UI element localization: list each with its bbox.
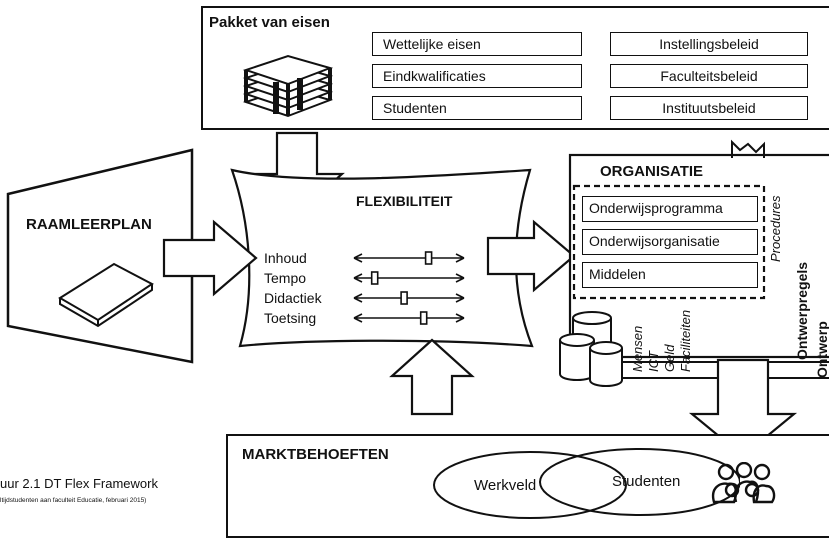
slider-label-tempo: Tempo: [264, 270, 307, 286]
ontwerp-label: Ontwerp: [814, 321, 829, 378]
req-faculteitsbeleid: Faculteitsbeleid: [610, 64, 808, 88]
req-instituutsbeleid: Instituutsbeleid: [610, 96, 808, 120]
req-studenten: Studenten: [372, 96, 582, 120]
studenten-label: Studenten: [612, 473, 681, 490]
werkveld-label: Werkveld: [474, 477, 537, 494]
organisatie-box: [568, 153, 829, 359]
raamleerplan-shape: [6, 148, 194, 364]
slider-track-inhoud: [353, 253, 465, 263]
req-instellingsbeleid: Instellingsbeleid: [610, 32, 808, 56]
resource-mensen: Mensen: [630, 325, 645, 372]
resource-faciliteiten: Faciliteiten: [678, 309, 693, 372]
slider-knob-tempo[interactable]: [370, 271, 379, 285]
req-wettelijke-eisen: Wettelijke eisen: [372, 32, 582, 56]
org-item-onderwijsorganisatie: Onderwijsorganisatie: [582, 229, 758, 255]
arrow-markt-to-flex: [389, 338, 475, 416]
barrels-icon: [559, 311, 623, 387]
slider-track-toetsing: [353, 313, 465, 323]
slider-label-inhoud: Inhoud: [264, 250, 307, 266]
slider-label-toetsing: Toetsing: [264, 310, 317, 326]
figure-caption: uur 2.1 DT Flex Framework: [0, 476, 158, 491]
figure-caption-source: ltijdstudenten aan faculteit Educatie, f…: [0, 497, 147, 504]
money-stack-icon: [242, 54, 334, 118]
slider-track-tempo: [353, 273, 465, 283]
arrow-raamleerplan-to-flex: [162, 219, 258, 297]
slider-knob-inhoud[interactable]: [424, 251, 433, 265]
arrow-flex-to-organisatie: [486, 219, 576, 293]
org-item-onderwijsprogramma: Onderwijsprogramma: [582, 196, 758, 222]
slider-label-didactiek: Didactiek: [264, 290, 322, 306]
organisatie-title: ORGANISATIE: [600, 163, 704, 180]
org-dashed-group: [572, 184, 766, 300]
studenten-ellipse: [539, 448, 740, 516]
factory-icon: [731, 139, 765, 158]
pakket-title: Pakket van eisen: [209, 14, 330, 31]
slider-knob-didactiek[interactable]: [400, 291, 408, 305]
slider-knob-toetsing[interactable]: [419, 311, 428, 325]
procedures-label: Procedures: [768, 195, 783, 262]
req-eindkwalificaties: Eindkwalificaties: [372, 64, 582, 88]
people-icon: [711, 462, 776, 504]
sliders-group: [353, 251, 465, 325]
slider-track-didactiek: [353, 293, 465, 303]
werkveld-ellipse: [433, 451, 627, 519]
ontwerpregels-label: Ontwerpregels: [794, 261, 810, 360]
org-item-middelen: Middelen: [582, 262, 758, 288]
markt-ellipses: [433, 448, 740, 519]
resource-ict: ICT: [646, 351, 661, 372]
book-icon: [58, 262, 154, 328]
flex-title: FLEXIBILITEIT: [356, 193, 453, 209]
raamleerplan-title: RAAMLEERPLAN: [26, 216, 152, 233]
markt-title: MARKTBEHOEFTEN: [242, 446, 389, 463]
resource-geld: Geld: [662, 344, 677, 372]
